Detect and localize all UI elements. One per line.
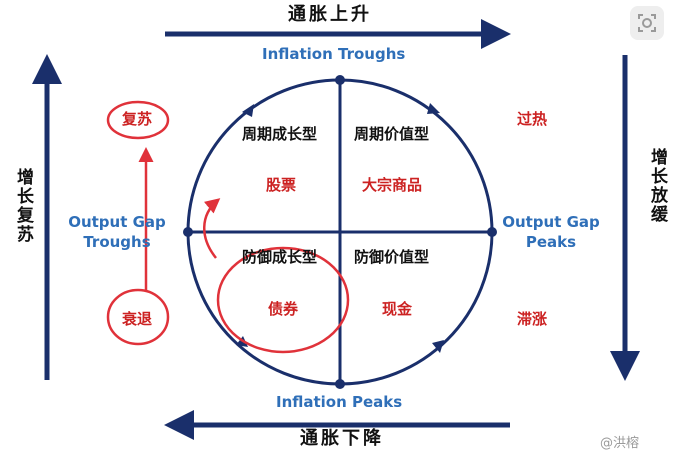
phase-stagflation: 滞涨: [517, 310, 548, 328]
axis-dot-right: [487, 227, 497, 237]
asset-cash: 现金: [382, 300, 413, 318]
highlight-bonds: [216, 246, 350, 354]
quadrant-cyclical-value: 周期价值型: [354, 125, 430, 143]
camera-scan-glyph: [638, 14, 656, 32]
watermark: @洪榕: [600, 436, 640, 451]
cycle-arrow-top-left: [242, 104, 254, 117]
cycle-arrow-top-right: [427, 103, 440, 114]
axis-dot-top: [335, 75, 345, 85]
label-growth-slowing: 增长放缓: [647, 148, 667, 224]
axis-dot-left: [183, 227, 193, 237]
highlight-recession: [106, 288, 170, 346]
asset-commodities: 大宗商品: [362, 176, 423, 194]
label-output-gap-troughs: Output Gap Troughs: [68, 213, 166, 252]
label-growth-recovery: 增长复苏: [13, 168, 33, 244]
label-output-gap-peaks: Output Gap Peaks: [502, 213, 600, 252]
camera-scan-icon[interactable]: [630, 6, 664, 40]
phase-recovery: 复苏: [122, 110, 153, 128]
phase-recession: 衰退: [122, 310, 153, 328]
label-inflation-falling: 通胀下降: [300, 428, 384, 449]
phase-overheat: 过热: [517, 110, 548, 128]
label-inflation-peaks: Inflation Peaks: [276, 393, 403, 411]
red-arrow-curve: [203, 198, 221, 259]
cycle-arrow-bottom-right: [432, 340, 444, 353]
axis-dot-bottom: [335, 379, 345, 389]
quadrant-defensive-value: 防御价值型: [354, 248, 430, 266]
label-inflation-rising: 通胀上升: [288, 4, 372, 25]
highlight-recovery: [106, 100, 170, 140]
quadrant-defensive-growth: 防御成长型: [242, 248, 318, 266]
asset-bonds: 债券: [268, 300, 299, 318]
label-inflation-troughs: Inflation Troughs: [262, 45, 406, 63]
quadrant-cyclical-growth: 周期成长型: [242, 125, 318, 143]
asset-stocks: 股票: [266, 176, 297, 194]
